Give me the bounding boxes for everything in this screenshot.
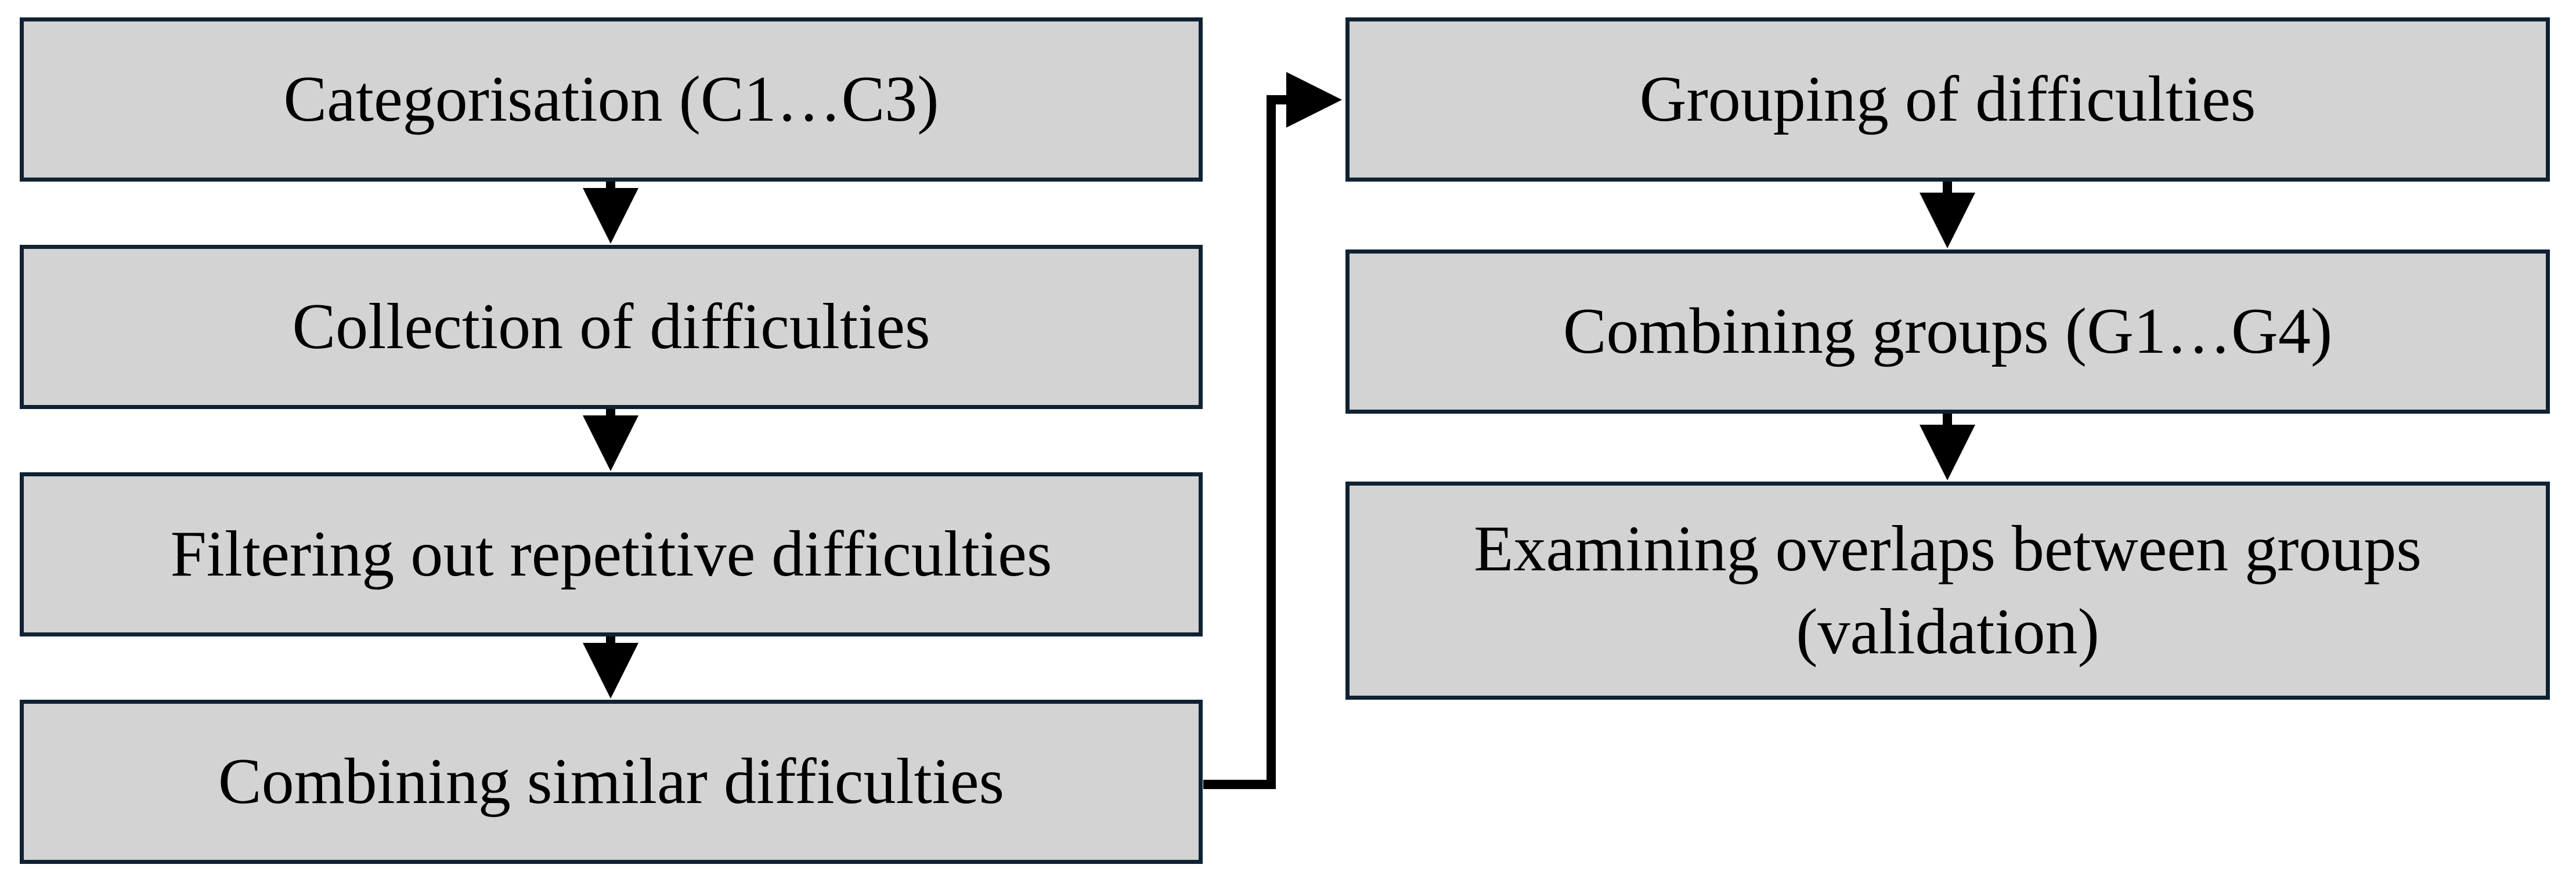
step-categorisation: Categorisation (C1…C3) (20, 17, 1203, 182)
step-combining-similar-label: Combining similar difficulties (218, 745, 1005, 817)
step-grouping: Grouping of difficulties (1345, 17, 2550, 182)
step-filtering-label: Filtering out repetitive difficulties (170, 518, 1052, 590)
step-collection: Collection of difficulties (20, 245, 1203, 409)
step-grouping-label: Grouping of difficulties (1639, 63, 2256, 135)
arrow-combining-similar-to-grouping (1203, 72, 1342, 789)
step-collection-label: Collection of difficulties (292, 290, 930, 363)
step-combining-groups: Combining groups (G1…G4) (1345, 249, 2550, 414)
step-filtering: Filtering out repetitive difficulties (20, 472, 1203, 636)
step-combining-groups-label: Combining groups (G1…G4) (1563, 295, 2333, 367)
step-examining-overlaps: Examining overlaps between groups (valid… (1345, 482, 2550, 700)
step-examining-overlaps-label: Examining overlaps between groups (valid… (1474, 512, 2422, 668)
step-categorisation-label: Categorisation (C1…C3) (283, 63, 939, 135)
step-combining-similar: Combining similar difficulties (20, 700, 1203, 864)
